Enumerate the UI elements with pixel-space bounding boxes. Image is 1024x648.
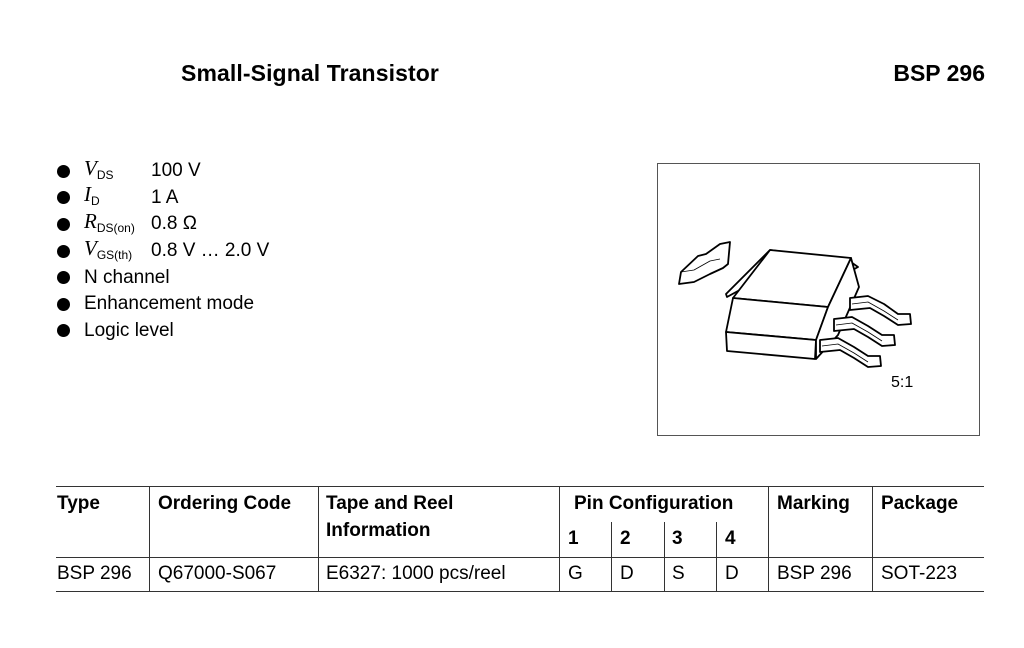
table-divider [768, 486, 769, 592]
table-rule-header [56, 557, 984, 558]
feature-symbol: VDS [84, 155, 114, 182]
bullet-icon [57, 244, 70, 258]
bullet-icon [57, 217, 70, 231]
pin-divider [611, 522, 612, 592]
header-type: Type [57, 493, 100, 514]
cell-ordering-code: Q67000-S067 [158, 563, 277, 584]
cell-marking: BSP 296 [777, 563, 852, 584]
feature-value: 100 V [151, 160, 201, 182]
header-pin-2: 2 [620, 528, 631, 549]
cell-pin-2: D [620, 563, 634, 584]
header-pin-1: 1 [568, 528, 579, 549]
cell-pin-1: G [568, 563, 583, 584]
header-marking: Marking [777, 493, 850, 514]
package-figure: 5:1 [657, 163, 980, 436]
table-rule-bottom [56, 591, 984, 592]
cell-package: SOT-223 [881, 563, 958, 584]
bullet-icon [57, 191, 70, 205]
feature-item-id: ID 1 A [56, 182, 269, 212]
feature-list: VDS 100 V ID 1 A RDS(on) 0.8 Ω VGS(th) 0… [56, 155, 270, 345]
header-tape-reel-line2: Information [326, 520, 431, 541]
header-package: Package [881, 493, 959, 514]
bullet-icon [57, 324, 70, 338]
table-divider [872, 486, 873, 592]
cell-pin-3: S [672, 563, 685, 584]
feature-text: Logic level [84, 319, 174, 341]
scale-label: 5:1 [891, 374, 914, 391]
table-divider [318, 486, 319, 592]
feature-symbol: VGS(th) [84, 235, 133, 262]
bullet-icon [57, 164, 70, 178]
header-pin-configuration: Pin Configuration [574, 493, 734, 514]
document-title: Small-Signal Transistor [181, 60, 439, 86]
sot223-package-icon [678, 241, 912, 368]
table-divider [559, 486, 560, 592]
feature-item-rdson: RDS(on) 0.8 Ω [56, 208, 269, 238]
feature-symbol: RDS(on) [84, 208, 135, 235]
cell-tape-reel: E6327: 1000 pcs/reel [326, 563, 506, 584]
feature-symbol: ID [84, 182, 100, 209]
ordering-table: Type Ordering Code Tape and Reel Informa… [56, 486, 984, 592]
pin-divider [716, 522, 717, 592]
header-pin-4: 4 [725, 528, 736, 549]
table-divider [149, 486, 150, 592]
feature-text: N channel [84, 266, 170, 288]
header-ordering-code: Ordering Code [158, 493, 292, 514]
bullet-icon [57, 297, 70, 311]
pin-divider [664, 522, 665, 592]
feature-item-vgsth: VGS(th) 0.8 V … 2.0 V [56, 235, 270, 265]
feature-item-channel: N channel [56, 264, 269, 291]
feature-item-logic: Logic level [56, 318, 269, 345]
feature-value: 0.8 Ω [151, 213, 197, 235]
feature-value: 0.8 V … 2.0 V [151, 240, 270, 262]
cell-pin-4: D [725, 563, 739, 584]
header-pin-3: 3 [672, 528, 683, 549]
part-number: BSP 296 [893, 60, 985, 86]
bullet-icon [57, 271, 70, 285]
table-rule-top [56, 486, 984, 487]
header-tape-reel-line1: Tape and Reel [326, 493, 454, 514]
feature-item-mode: Enhancement mode [56, 291, 269, 318]
feature-item-vds: VDS 100 V [56, 155, 269, 185]
feature-value: 1 A [151, 186, 179, 208]
feature-text: Enhancement mode [84, 293, 255, 315]
cell-type: BSP 296 [57, 563, 132, 584]
